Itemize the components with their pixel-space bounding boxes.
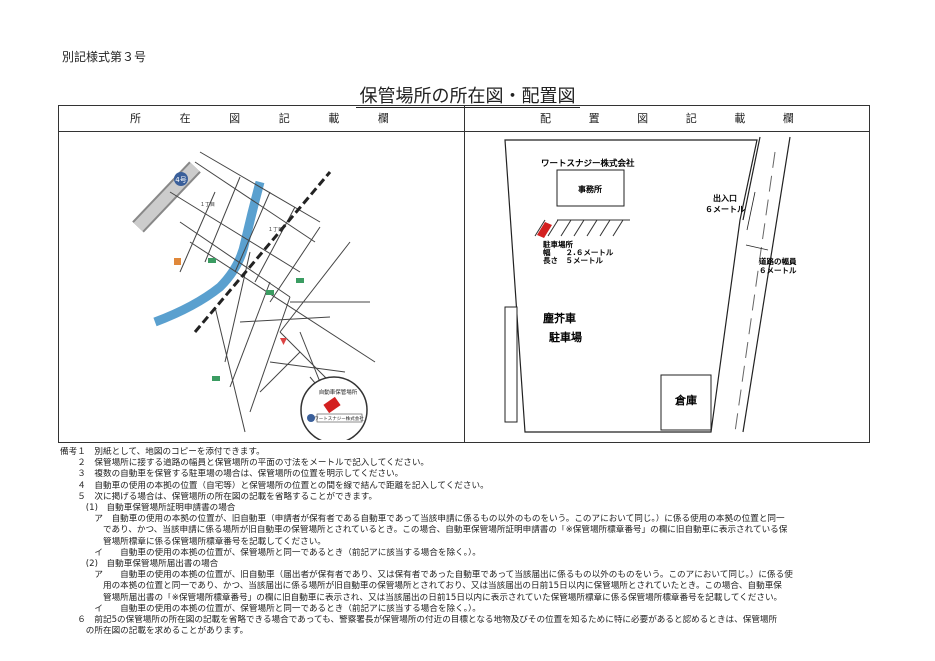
note-line: (2) 自動車保管場所届出書の場合 [60, 559, 219, 570]
note-line: イ 自動車の使用の本拠の位置が、保管場所と同一であるとき（前記アに該当する場合を… [60, 547, 481, 558]
note-line: ４ 自動車の使用の本拠の位置（自宅等）と保管場所の位置との間を線で結んで距離を記… [60, 480, 489, 491]
notes: 備考１ 別紙として、地図のコピーを添付できます。 ２ 保管場所に接する道路の幅員… [60, 447, 920, 637]
map-label: １丁目 [200, 202, 215, 208]
entrance-width: ６メートル [705, 205, 745, 214]
svg-text:4号: 4号 [175, 176, 186, 184]
parking-width: 幅 ２.６メートル [543, 247, 614, 257]
note-line: 管場所届出書の「※保管場所標章番号」の欄に旧自動車に表示され、又は当該届出の日前… [60, 592, 783, 603]
parking-space-marker [537, 222, 552, 238]
road [734, 136, 791, 433]
entrance-label: 出入口 [713, 193, 737, 203]
svg-text:自動車保管場所: 自動車保管場所 [319, 388, 358, 396]
office-building [556, 169, 625, 207]
entrance-arrow [746, 191, 756, 231]
road-width: ６メートル [759, 266, 797, 275]
landmark-icon [208, 258, 216, 263]
location-map: 4号 １丁目 １丁目 自動車保管場所 ワートスナジー株式会社 [132, 151, 376, 440]
road-width-arrow [745, 244, 769, 251]
note-line: ２ 保管場所に接する道路の幅員と保管場所の平面の寸法をメートルで記入してください… [60, 458, 430, 469]
note-line: ア 自動車の使用の本拠の位置が、旧自動車（申請者が保有者である自動車であって当該… [60, 514, 785, 525]
road-network [169, 151, 376, 433]
note-line: 管場所標章に係る保管場所標章番号を記載してください。 [60, 536, 326, 547]
parking-title: 駐車場所 [543, 239, 573, 249]
page-title: 保管場所の所在図・配置図 [0, 82, 935, 108]
note-line: (1) 自動車保管場所証明申請書の場合 [60, 503, 236, 514]
parking-site-marker [323, 396, 341, 414]
note-line: の所在図の記載を求めることがあります。 [60, 626, 249, 637]
landmark-icon [266, 290, 274, 295]
railway [193, 171, 332, 333]
svg-text:ワートスナジー株式会社: ワートスナジー株式会社 [314, 415, 364, 422]
location-map-header: 所在図 記載欄 [130, 112, 390, 125]
parking-stalls [534, 219, 630, 237]
other-lot-label: 駐車場 [549, 330, 582, 344]
warehouse-label: 倉庫 [674, 393, 697, 407]
note-line: であり、かつ、当該申請に係る場所が旧自動車の保管場所とされているとき。この場合、… [60, 525, 788, 536]
warehouse [660, 374, 712, 431]
parking-length: 長さ ５メートル [543, 256, 603, 265]
note-line: ア 自動車の使用の本拠の位置が、旧自動車（届出者が保有者であり、又は保有者であっ… [60, 570, 793, 581]
landmark-icon [280, 338, 287, 345]
note-line: ６ 前記5の保管場所の所在図の記載を省略できる場合であっても、警察署長が保管場所… [60, 615, 778, 626]
note-line: ３ 複数の自動車を保管する駐車場の場合は、保管場所の位置を明示してください。 [60, 469, 404, 480]
site-boundary [504, 139, 758, 433]
map-label: １丁目 [268, 227, 283, 233]
river [153, 180, 265, 327]
route-marker: 4号 [174, 172, 188, 186]
note-line: 用の本拠の位置と同一であり、かつ、当該届出に係る場所が旧自動車の保管場所とされて… [60, 581, 782, 592]
layout-map: ワートスナジー株式会社 事務所 駐車場所 幅 ２.６メートル 長さ ５メートル … [504, 136, 797, 433]
column-divider [464, 105, 465, 443]
company-name: ワートスナジー株式会社 [541, 158, 635, 169]
other-lot-label: 塵芥車 [543, 311, 576, 325]
landmark-icon [296, 278, 304, 283]
other-lot-strip [504, 306, 518, 423]
parking-site-callout: 自動車保管場所 ワートスナジー株式会社 [300, 376, 368, 440]
note-line: 備考１ 別紙として、地図のコピーを添付できます。 [60, 447, 265, 457]
form-number: 別記様式第３号 [62, 50, 147, 64]
note-line: ５ 次に掲げる場合は、保管場所の所在図の記載を省略することができます。 [60, 491, 378, 502]
road-width-label: 道路の幅員 [759, 256, 797, 266]
office-label: 事務所 [578, 184, 602, 194]
landmark-icon [174, 258, 181, 265]
landmark-icon [212, 376, 220, 381]
layout-map-header: 配置図 記載欄 [540, 112, 795, 125]
note-line: イ 自動車の使用の本拠の位置が、保管場所と同一であるとき（前記アに該当する場合を… [60, 603, 481, 614]
